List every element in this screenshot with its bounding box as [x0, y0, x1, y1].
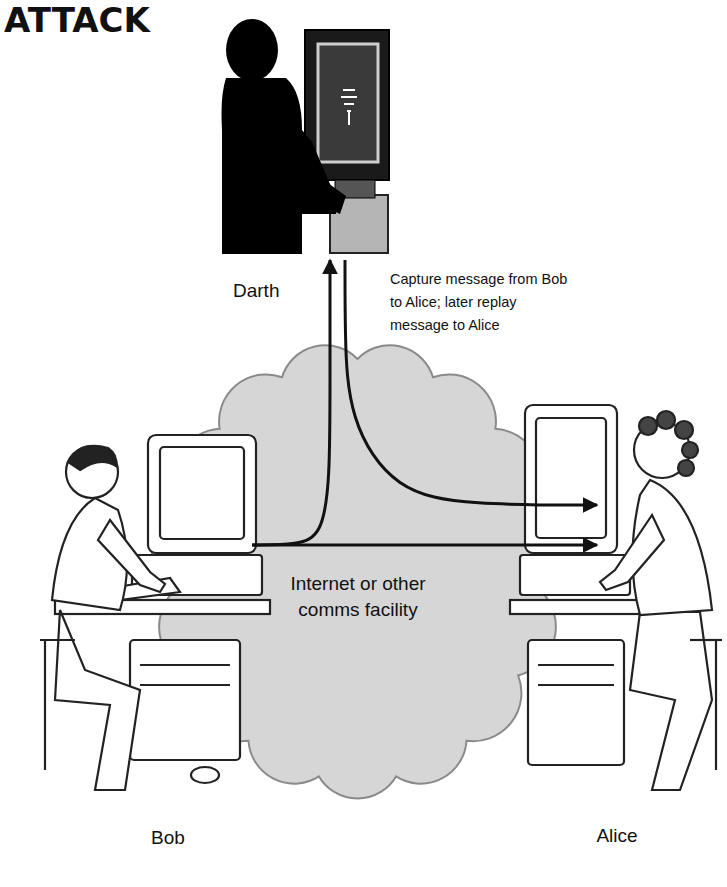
edge-annotation: Capture message from Bob to Alice; later… — [390, 268, 568, 337]
message-arrow — [252, 260, 330, 545]
sender-figure — [40, 435, 270, 790]
slide-title: ATTACK — [4, 0, 150, 40]
party-name: Alice — [585, 823, 649, 849]
network-label: Internet or other comms facility — [258, 571, 458, 622]
message-arrow — [252, 544, 597, 547]
message-arrow — [345, 260, 597, 505]
party-name: Bob — [138, 825, 198, 851]
receiver-figure — [510, 405, 722, 790]
attacker-figure — [222, 19, 390, 254]
party-name: Darth — [233, 278, 303, 304]
